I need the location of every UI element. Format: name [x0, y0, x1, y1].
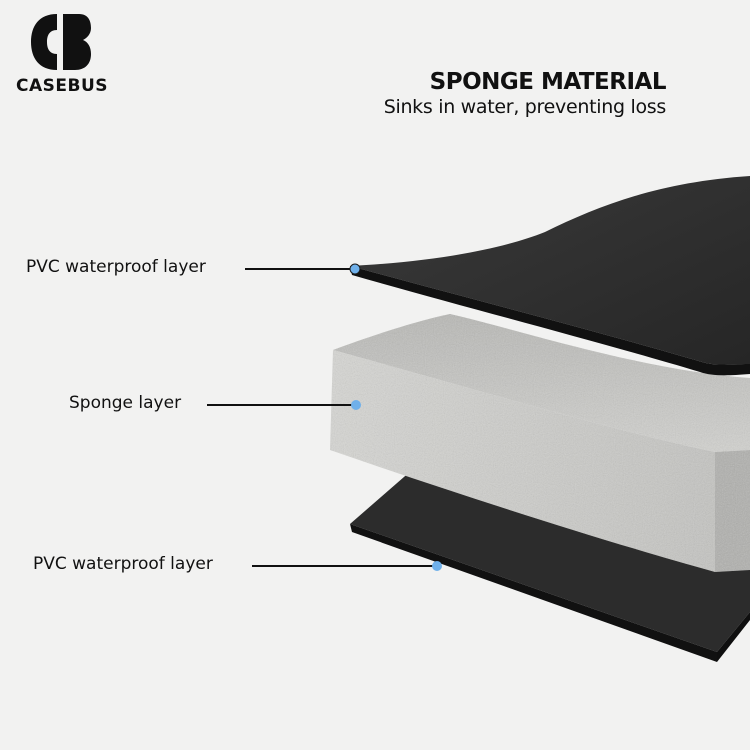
- headline-title: SPONGE MATERIAL: [429, 69, 667, 95]
- sponge-block: [330, 314, 750, 572]
- headline: SPONGE MATERIAL Sinks in water, preventi…: [383, 68, 667, 118]
- casebus-logo-icon: [31, 14, 91, 70]
- top-pvc-sheet: [350, 176, 750, 376]
- callout-dot-sponge: [351, 400, 361, 410]
- brand-name: CASEBUS: [16, 76, 108, 96]
- label-top-pvc-layer: PVC waterproof layer: [26, 257, 206, 277]
- bottom-pvc-sheet: [350, 470, 750, 662]
- callout-dot-top-pvc: [349, 263, 361, 275]
- headline-subtitle: Sinks in water, preventing loss: [383, 96, 667, 118]
- label-sponge-layer: Sponge layer: [69, 393, 182, 413]
- callout-dot-bottom-pvc: [432, 561, 442, 571]
- label-bottom-pvc-layer: PVC waterproof layer: [33, 554, 213, 574]
